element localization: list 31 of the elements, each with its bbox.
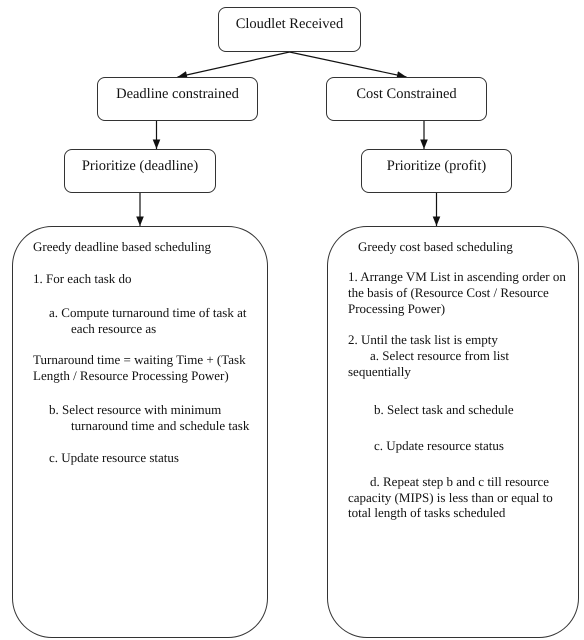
arrow xyxy=(136,193,144,226)
box-title: Greedy deadline based scheduling xyxy=(33,239,212,255)
arrow xyxy=(432,193,440,226)
step-text: c. Update resource status xyxy=(48,450,180,466)
box-title: Prioritize (profit) xyxy=(386,158,486,176)
step-text: d. Repeat step b and c till resource capacity (MIPS) is less than or equal to total length of tasks scheduled xyxy=(348,474,554,522)
step-text: Turnaround time = waiting Time + (Task Length / Resource Processing Power) xyxy=(33,352,247,384)
process-box xyxy=(64,149,216,193)
step-text: a. Select resource from list sequentially xyxy=(348,348,510,380)
arrow xyxy=(289,51,407,79)
box-title: Deadline constrained xyxy=(116,86,239,104)
process-box xyxy=(326,77,487,121)
process-box xyxy=(218,7,361,52)
box-title: Greedy cost based scheduling xyxy=(357,239,514,255)
process-box xyxy=(97,77,258,121)
step-text: b. Select task and schedule xyxy=(373,402,515,418)
step-text: 2. Until the task list is empty xyxy=(348,332,499,348)
box-title: Cost Constrained xyxy=(356,86,457,104)
arrow xyxy=(152,121,160,149)
box-title: Prioritize (deadline) xyxy=(82,158,198,176)
step-text: b. Select resource with minimum turnaround time and schedule task xyxy=(48,402,250,434)
step-text: 1. For each task do xyxy=(33,270,133,287)
process-box xyxy=(361,149,512,193)
arrow xyxy=(420,121,428,149)
box-title: Cloudlet Received xyxy=(236,16,344,34)
step-text: 1. Arrange VM List in ascending order on the basis of (Resource Cost / Resource Processing Power) xyxy=(348,268,566,316)
rounded-process-box xyxy=(12,226,268,638)
step-text: a. Compute turnaround time of task at each resource as xyxy=(48,304,248,336)
rounded-process-box xyxy=(327,226,579,638)
step-text: c. Update resource status xyxy=(373,438,505,454)
arrow xyxy=(177,51,290,79)
